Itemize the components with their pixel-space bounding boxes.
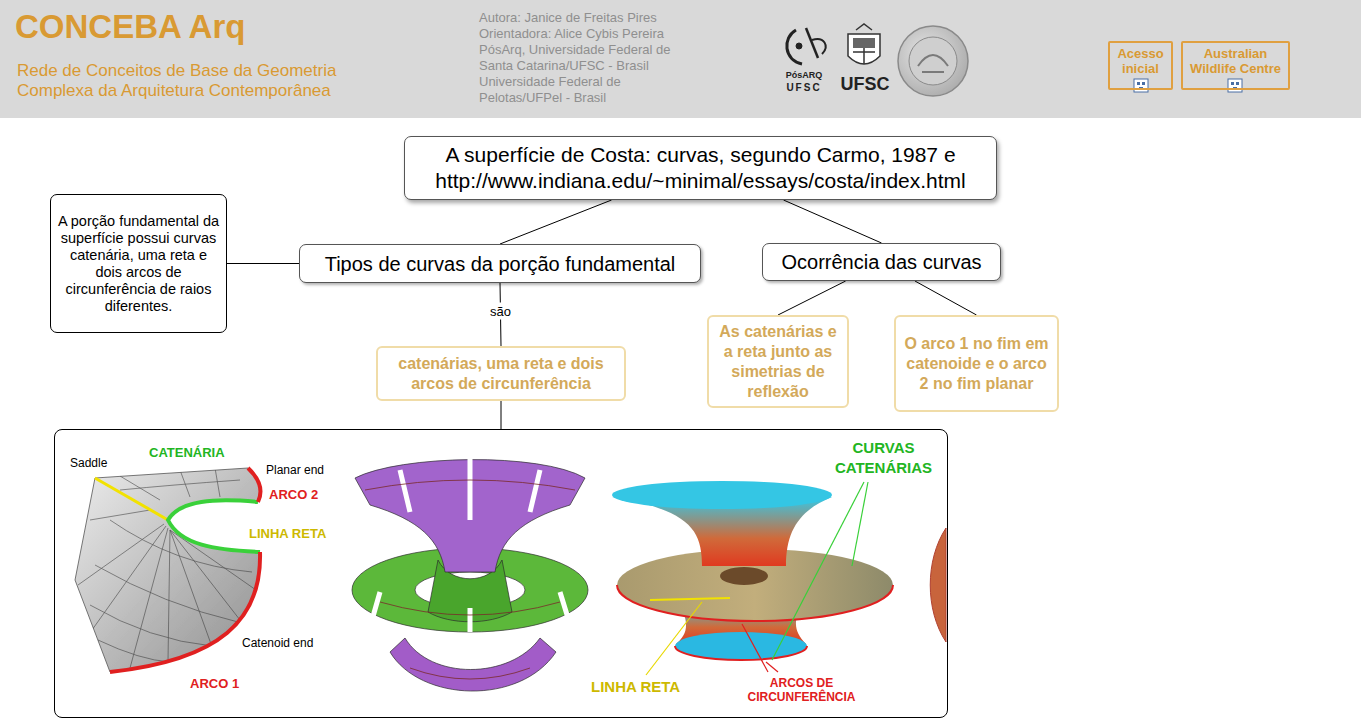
logo-text: UFSC (838, 73, 892, 95)
figure-label: CATENÁRIA (149, 445, 225, 460)
ufpel-logo (898, 26, 968, 96)
costa-surface-render (612, 481, 893, 660)
connector (501, 401, 502, 429)
node-text: O arco 1 no fim em catenoide e o arco 2 … (901, 334, 1052, 394)
posarq-logo (787, 28, 826, 64)
link-icon (1134, 79, 1148, 92)
logo-text: PósARQ (779, 70, 829, 81)
logo-text: UFSC (779, 82, 829, 94)
ufsc-logo (848, 24, 880, 64)
node-text: Ocorrência das curvas (769, 250, 994, 274)
figure-label: Catenoid end (242, 636, 313, 651)
subtitle: Rede de Conceitos de Base da Geometria C… (17, 61, 367, 101)
figure-label: LINHA RETA (591, 679, 680, 694)
leader-line (646, 482, 868, 675)
proposition-box: O arco 1 no fim em catenoide e o arco 2 … (894, 315, 1059, 412)
author-credit: Orientadora: Alice Cybis Pereira (479, 26, 694, 42)
connector (227, 263, 299, 264)
node-text: Tipos de curvas da porção fundamental (306, 252, 694, 276)
nav-button: Australian Wildlife Centre (1181, 41, 1290, 90)
fundamental-piece (75, 468, 260, 672)
figure-label: ARCO 2 (269, 487, 318, 502)
node-text: As catenárias e a reta junto as simetria… (714, 322, 842, 402)
node-text: catenárias, uma reta e dois arcos de cir… (383, 354, 619, 394)
nav-button: Acesso inicial (1108, 41, 1173, 90)
node-text: Australian Wildlife Centre (1185, 46, 1286, 76)
concept-box: Tipos de curvas da porção fundamental (299, 244, 701, 283)
figure-label: ARCOS DE CIRCUNFERÊNCIA (739, 676, 864, 704)
note-box: A porção fundamental da superfície possu… (50, 194, 227, 333)
author-credit: Universidade Federal de Pelotas/UFPel - … (479, 74, 694, 106)
figure-label: CURVAS CATENÁRIAS (821, 438, 946, 478)
figure-label: LINHA RETA (249, 526, 326, 541)
node-text: Acesso inicial (1112, 46, 1169, 76)
connector (784, 200, 882, 243)
author-credit: Autora: Janice de Freitas Pires (479, 10, 694, 26)
header-band (0, 0, 1361, 118)
costa-surface-model (352, 458, 588, 691)
connector (500, 200, 612, 244)
figure-label: Planar end (266, 463, 324, 478)
proposition-box: As catenárias e a reta junto as simetria… (707, 315, 849, 408)
author-credit: PósArq, Universidade Federal de Santa Ca… (479, 42, 694, 74)
cropped-figure (930, 528, 946, 642)
node-text: A superfície de Costa: curvas, segundo C… (413, 142, 988, 194)
illustration-panel: Saddle CATENÁRIA Planar endARCO 2 LINHA RET… (54, 429, 948, 718)
concept-box: Ocorrência das curvas (762, 243, 1001, 281)
connector (778, 281, 846, 315)
site-title: CONCEBA Arq (15, 8, 245, 46)
figure-label: Saddle (70, 456, 107, 471)
connector-label: são (487, 302, 514, 319)
connector (915, 281, 977, 315)
proposition-box: catenárias, uma reta e dois arcos de cir… (376, 346, 626, 401)
root-concept: A superfície de Costa: curvas, segundo C… (404, 136, 997, 200)
node-text: A porção fundamental da superfície possu… (57, 213, 220, 315)
figure-label: ARCO 1 (190, 676, 239, 691)
link-icon (1228, 79, 1242, 92)
